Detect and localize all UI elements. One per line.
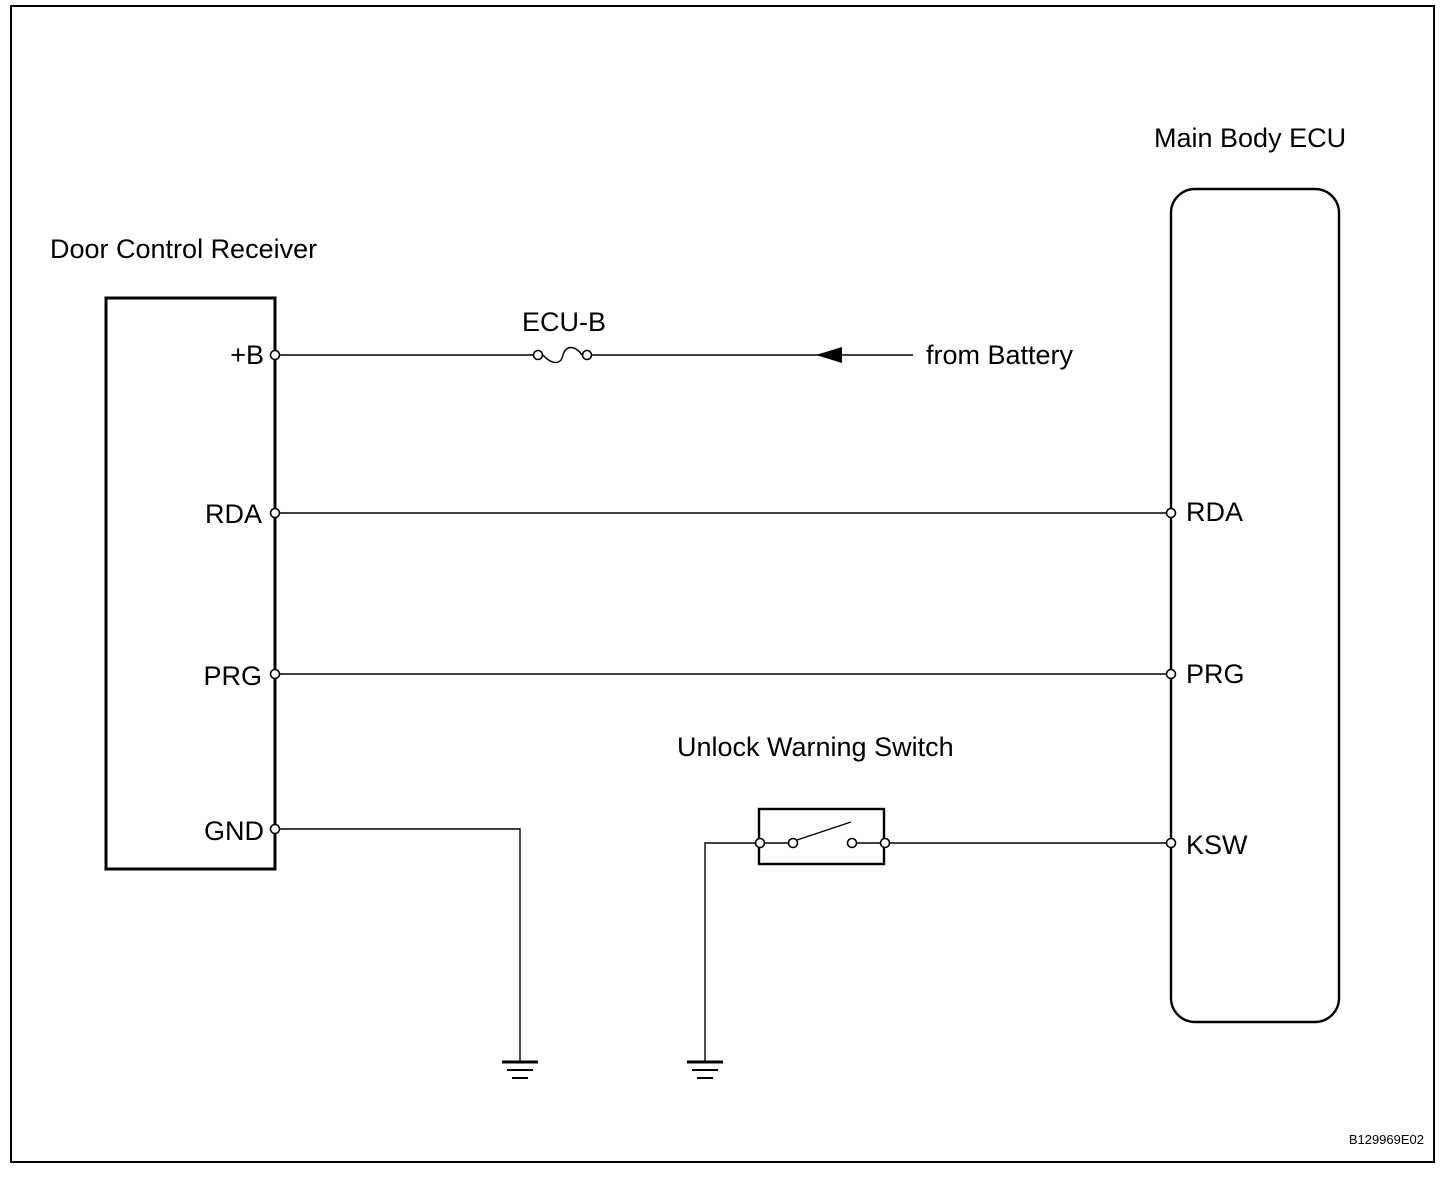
unlock-switch-label: Unlock Warning Switch [677,732,954,762]
wire-gnd [275,828,521,1061]
pin-label-prg-receiver: PRG [203,661,262,691]
door-control-receiver-title: Door Control Receiver [50,234,317,264]
unlock-switch-box [757,807,886,866]
door-control-receiver-box [104,296,277,871]
pin-b-terminal [269,349,281,361]
pin-label-b: +B [230,340,264,370]
diagram-frame [10,5,1435,1163]
pin-rda-receiver-terminal [269,507,281,519]
switch-terminal-right [879,837,891,849]
fuse-icon [532,346,593,364]
switch-icon [765,821,880,849]
pin-rda-ecu-terminal [1165,507,1177,519]
pin-gnd-terminal [269,823,281,835]
figure-code: B129969E02 [1349,1132,1424,1147]
main-body-ecu-box [1169,187,1341,1024]
pin-prg-ecu-terminal [1165,668,1177,680]
pin-label-ksw: KSW [1186,830,1248,860]
battery-label: from Battery [926,340,1074,370]
pin-label-rda-receiver: RDA [205,499,262,529]
fuse-label: ECU-B [522,307,606,337]
main-body-ecu-title: Main Body ECU [1154,123,1346,153]
ground-symbol-icon [502,1060,538,1079]
pin-label-rda-ecu: RDA [1186,497,1243,527]
pin-label-gnd: GND [204,816,264,846]
switch-terminal-left [754,837,766,849]
wire-switch-to-ground [704,842,760,1061]
pin-label-prg-ecu: PRG [1186,659,1245,689]
pin-ksw-terminal [1165,837,1177,849]
pin-prg-receiver-terminal [269,668,281,680]
arrow-left-icon [816,347,842,363]
ground-symbol-icon [687,1060,723,1079]
